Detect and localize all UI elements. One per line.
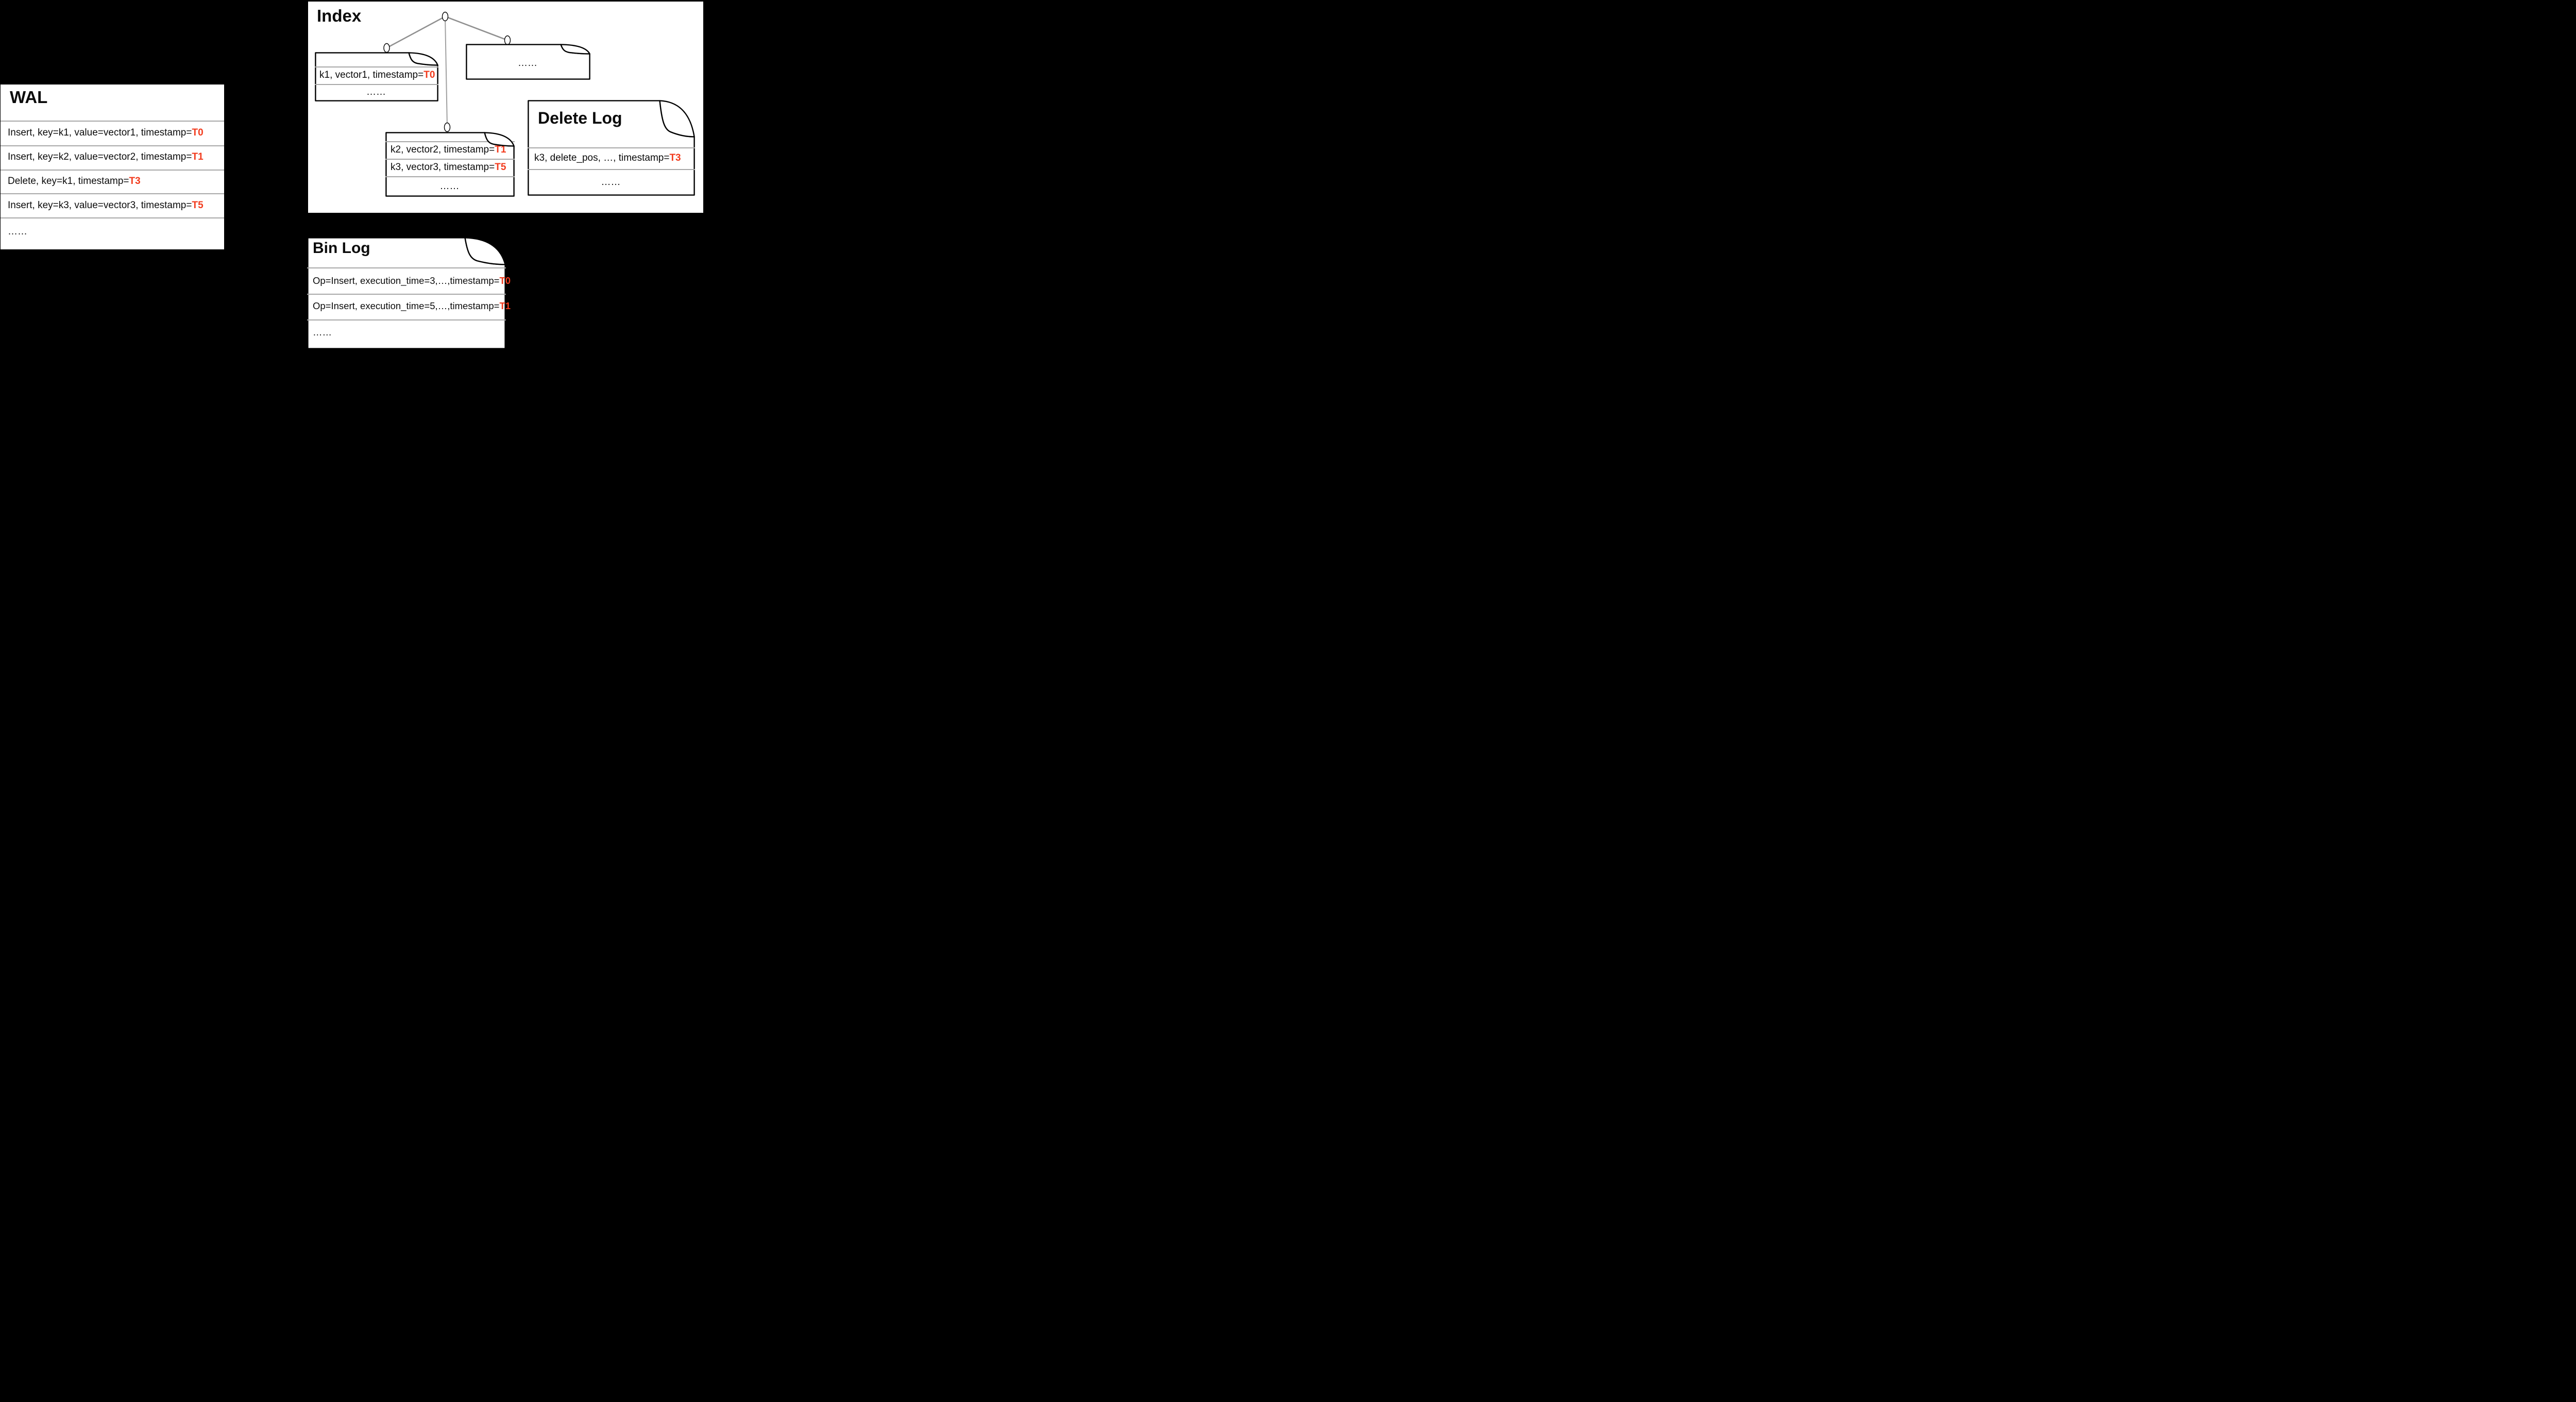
timestamp-badge: T1 (192, 151, 204, 162)
doc-rows: Bin Log Op=Insert, execution_time=3,…,ti… (307, 237, 511, 349)
wal-row-text: …… (8, 226, 27, 237)
row-divider (385, 176, 515, 177)
doc-row: Op=Insert, execution_time=5,…,timestamp=… (307, 300, 511, 312)
row-divider (1, 145, 224, 146)
document-shape (408, 52, 438, 66)
timestamp-badge: T3 (129, 176, 141, 187)
more-segment-doc: …… (466, 44, 590, 80)
doc-row: k3, vector3, timestamp=T5 (385, 161, 514, 174)
wal-row: Insert, key=k1, value=vector1, timestamp… (1, 127, 223, 139)
doc-row-text: k1, vector1, timestamp= (319, 70, 424, 80)
document-shape (659, 100, 695, 138)
doc-rows: Delete Log k3, delete_pos, …, timestamp=… (528, 100, 695, 196)
delete-log-title: Delete Log (538, 109, 622, 127)
index-tree (383, 11, 511, 132)
doc-row-text: k3, delete_pos, …, timestamp= (534, 153, 670, 163)
tree-node-icon (383, 43, 390, 53)
doc-row-text: Op=Insert, execution_time=5,…,timestamp= (313, 300, 500, 311)
doc-row: k2, vector2, timestamp=T1 (385, 144, 514, 156)
doc-rows: …… (466, 44, 590, 80)
doc-row: k1, vector1, timestamp=T0 (315, 69, 437, 81)
timestamp-badge: T5 (192, 200, 204, 211)
doc-rows: k2, vector2, timestamp=T1 k3, vector3, t… (385, 132, 515, 197)
k2-segment-doc: k2, vector2, timestamp=T1 k3, vector3, t… (385, 132, 515, 197)
doc-row-text: k2, vector2, timestamp= (391, 144, 495, 155)
row-divider (1, 193, 224, 194)
wal-row: Insert, key=k3, value=vector3, timestamp… (1, 199, 223, 212)
tree-edge (386, 15, 446, 49)
timestamp-badge: T1 (495, 144, 506, 155)
tree-edge (445, 15, 508, 41)
doc-row-text: …… (518, 58, 537, 69)
document-shape (484, 132, 515, 147)
wal-row-text: Insert, key=k2, value=vector2, timestamp… (8, 151, 192, 162)
doc-row: …… (385, 180, 514, 193)
doc-row-text: …… (313, 327, 332, 337)
bin-log-title: Bin Log (313, 240, 370, 257)
timestamp-badge: T0 (423, 70, 435, 80)
timestamp-badge: T0 (499, 275, 511, 286)
doc-row: …… (315, 86, 437, 98)
wal-title: WAL (10, 88, 48, 107)
doc-row-text: …… (366, 87, 386, 97)
row-divider (307, 267, 506, 268)
doc-rows: k1, vector1, timestamp=T0 …… (315, 52, 438, 102)
doc-row-text: …… (601, 177, 621, 188)
row-divider (315, 83, 438, 85)
doc-row: …… (307, 326, 505, 339)
tree-root-node-icon (442, 11, 449, 22)
wal-row: …… (1, 226, 223, 238)
k1-segment-doc: k1, vector1, timestamp=T0 …… (315, 52, 438, 102)
doc-row-text: k3, vector3, timestamp= (391, 161, 495, 173)
wal-row-text: Delete, key=k1, timestamp= (8, 176, 129, 187)
document-shape (560, 44, 590, 55)
doc-row: …… (528, 176, 694, 189)
wal-row-text: Insert, key=k3, value=vector3, timestamp… (8, 200, 192, 211)
doc-row: k3, delete_pos, …, timestamp=T3 (528, 152, 694, 164)
doc-row-text: Op=Insert, execution_time=3,…,timestamp= (313, 275, 500, 286)
row-divider (315, 66, 438, 67)
row-divider (307, 294, 506, 295)
doc-row: …… (466, 57, 589, 70)
doc-row-text: …… (439, 180, 460, 192)
diagram-canvas: WAL Insert, key=k1, value=vector1, times… (0, 0, 704, 350)
row-divider (385, 141, 515, 142)
row-divider (528, 169, 695, 170)
wal-panel: WAL Insert, key=k1, value=vector1, times… (0, 83, 225, 250)
row-divider (1, 121, 224, 122)
delete-log-doc: Delete Log k3, delete_pos, …, timestamp=… (528, 100, 695, 196)
row-divider (1, 217, 224, 218)
row-divider (307, 319, 506, 320)
tree-node-icon (504, 35, 511, 45)
timestamp-badge: T5 (495, 161, 506, 173)
doc-row: Op=Insert, execution_time=3,…,timestamp=… (307, 275, 511, 287)
timestamp-badge: T3 (669, 153, 681, 163)
document-shape (464, 237, 506, 265)
tree-edge (445, 16, 448, 128)
tree-node-icon (444, 122, 451, 132)
row-divider (528, 147, 695, 148)
row-divider (1, 169, 224, 171)
row-divider (385, 158, 515, 160)
index-title: Index (317, 6, 362, 25)
wal-row-text: Insert, key=k1, value=vector1, timestamp… (8, 127, 192, 138)
timestamp-badge: T1 (499, 300, 511, 311)
bin-log-doc: Bin Log Op=Insert, execution_time=3,…,ti… (307, 237, 511, 349)
index-panel: Index k1, vector1, timestamp=T0 …… (308, 2, 703, 213)
timestamp-badge: T0 (192, 127, 204, 138)
wal-row: Delete, key=k1, timestamp=T3 (1, 175, 223, 188)
wal-row: Insert, key=k2, value=vector2, timestamp… (1, 151, 223, 163)
